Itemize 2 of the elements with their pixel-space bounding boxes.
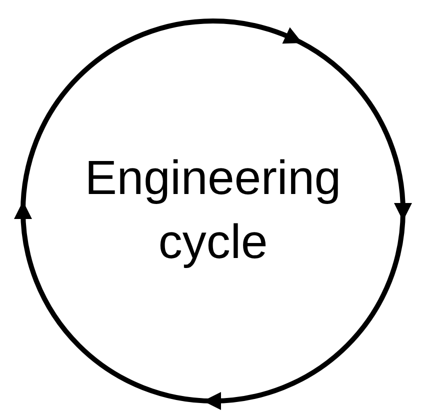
- cycle-label: Engineering cycle: [84, 151, 342, 271]
- cycle-circle: [20, 18, 406, 404]
